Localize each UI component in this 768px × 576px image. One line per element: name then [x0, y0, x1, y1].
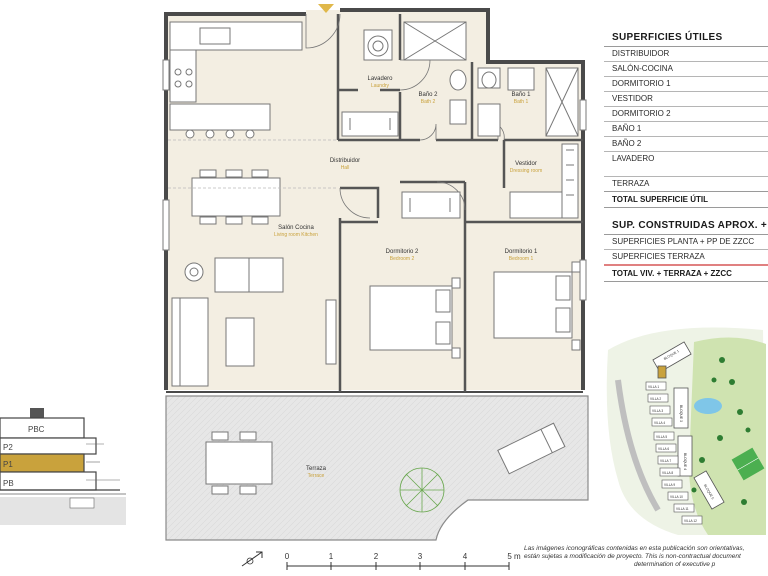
superficies-utiles-title: SUPERFICIES ÚTILES	[604, 28, 768, 47]
level-pbc: PBC	[28, 425, 45, 434]
interior-walls	[336, 14, 583, 392]
terrace-furniture	[205, 422, 566, 495]
villa-label: VILLA 7	[660, 459, 671, 463]
scale-label-3: 3	[418, 552, 423, 561]
scale-label-0: 0	[285, 552, 290, 561]
bath1-fixtures	[477, 67, 579, 137]
surface-row: DORMITORIO 1	[604, 76, 768, 91]
room-label-terraza-en: Terrace	[308, 473, 325, 479]
surface-row: BAÑO 1	[604, 121, 768, 136]
bloque-label: BLOQUE 3	[679, 405, 683, 422]
construidas-row: SUPERFICIES TERRAZA	[604, 249, 768, 264]
villa-label: VILLA 12	[684, 519, 697, 523]
villa-label: VILLA 4	[654, 421, 665, 425]
disclaimer: Las imágenes iconográficas contenidas en…	[524, 545, 768, 569]
room-label-bano2: Baño 2	[418, 92, 438, 98]
surface-total: TOTAL SUPERFICIE ÚTIL	[604, 191, 768, 208]
room-label-lavadero: Lavadero	[367, 76, 393, 82]
villa-label: VILLA 11	[676, 507, 689, 511]
surface-row: VESTIDOR	[604, 91, 768, 106]
scale-label-1: 1	[329, 552, 334, 561]
villa-label: VILLA 6	[658, 447, 669, 451]
villa-label: VILLA 9	[664, 483, 675, 487]
bedroom2-furniture	[369, 191, 461, 359]
room-label-dormitorio1: Dormitorio 1	[505, 249, 538, 255]
surface-row: SALÓN-COCINA	[604, 61, 768, 76]
villa-label: VILLA 2	[650, 397, 661, 401]
surface-row-terraza: TERRAZA	[604, 176, 768, 191]
room-label-vestidor: Vestidor	[515, 161, 537, 167]
room-label-dormitorio1-en: Bedroom 1	[509, 256, 534, 262]
disclaimer-line: Las imágenes iconográficas contenidas en…	[524, 545, 745, 552]
construidas-total: TOTAL VIV. + TERRAZA + ZZCC	[604, 264, 768, 282]
villa-label: VILLA 5	[656, 435, 667, 439]
villa-label: VILLA 8	[662, 471, 673, 475]
bedroom1-furniture	[493, 261, 581, 351]
surface-table: SUPERFICIES ÚTILES DISTRIBUIDOR SALÓN-CO…	[604, 28, 768, 282]
villa-label: VILLA 10	[670, 495, 683, 499]
surface-row: DORMITORIO 2	[604, 106, 768, 121]
room-label-lavadero-en: Laundry	[371, 83, 390, 89]
room-label-dormitorio2-en: Bedroom 2	[390, 256, 415, 262]
room-label-vestidor-en: Dressing room	[510, 168, 543, 174]
disclaimer-line: determination of executive p	[634, 561, 716, 568]
room-label-salon: Salón Cocina	[278, 225, 314, 231]
entrance-arrow-icon	[318, 4, 334, 13]
living-furniture	[171, 257, 337, 387]
room-label-bano2-en: Bath 2	[421, 99, 436, 105]
surface-row: BAÑO 2	[604, 136, 768, 151]
villa-label: VILLA 1	[648, 385, 659, 389]
terrace-spiral	[399, 467, 445, 513]
scale-label-5: 5 m	[507, 552, 521, 561]
room-label-salon-en: Living room Kitchen	[274, 232, 318, 238]
construidas-row: SUPERFICIES PLANTA + PP DE ZZCC	[612, 237, 755, 246]
room-label-distribuidor-en: Hall	[341, 165, 350, 171]
disclaimer-line: están sujetas a modificación de proyecto…	[524, 553, 741, 560]
level-p1: P1	[3, 460, 13, 469]
villa-label: VILLA 3	[652, 409, 663, 413]
scale-bar: 0 1 2 3 4 5 m	[241, 551, 521, 570]
level-p2: P2	[3, 443, 13, 452]
level-pb: PB	[3, 479, 14, 488]
room-label-bano1: Baño 1	[511, 92, 531, 98]
bath2-fixtures	[341, 21, 467, 137]
room-label-terraza: Terraza	[306, 466, 327, 472]
scale-label-4: 4	[463, 552, 468, 561]
room-label-dormitorio2: Dormitorio 2	[386, 249, 419, 255]
bloque-label: BLOQUE 4	[683, 453, 687, 470]
room-label-bano1-en: Bath 1	[514, 99, 529, 105]
surface-row: DISTRIBUIDOR	[612, 49, 670, 58]
building-section: PBC P2 P1 PB	[0, 408, 126, 525]
floor-plan: Lavadero Laundry Baño 2 Bath 2 Baño 1 Ba…	[162, 4, 589, 570]
kitchen-counter	[169, 21, 303, 139]
scale-label-2: 2	[374, 552, 379, 561]
construidas-title: SUP. CONSTRUIDAS APROX. + PP ZZCC	[604, 216, 768, 235]
dining-table	[191, 169, 281, 225]
exterior-walls	[164, 8, 585, 393]
surface-row: LAVADERO	[604, 151, 768, 166]
room-label-distribuidor: Distribuidor	[330, 158, 360, 164]
site-plan: BLOQUE 1 BLOQUE 3 BLOQUE 4 BLOQUE 5 VILL…	[606, 327, 766, 535]
